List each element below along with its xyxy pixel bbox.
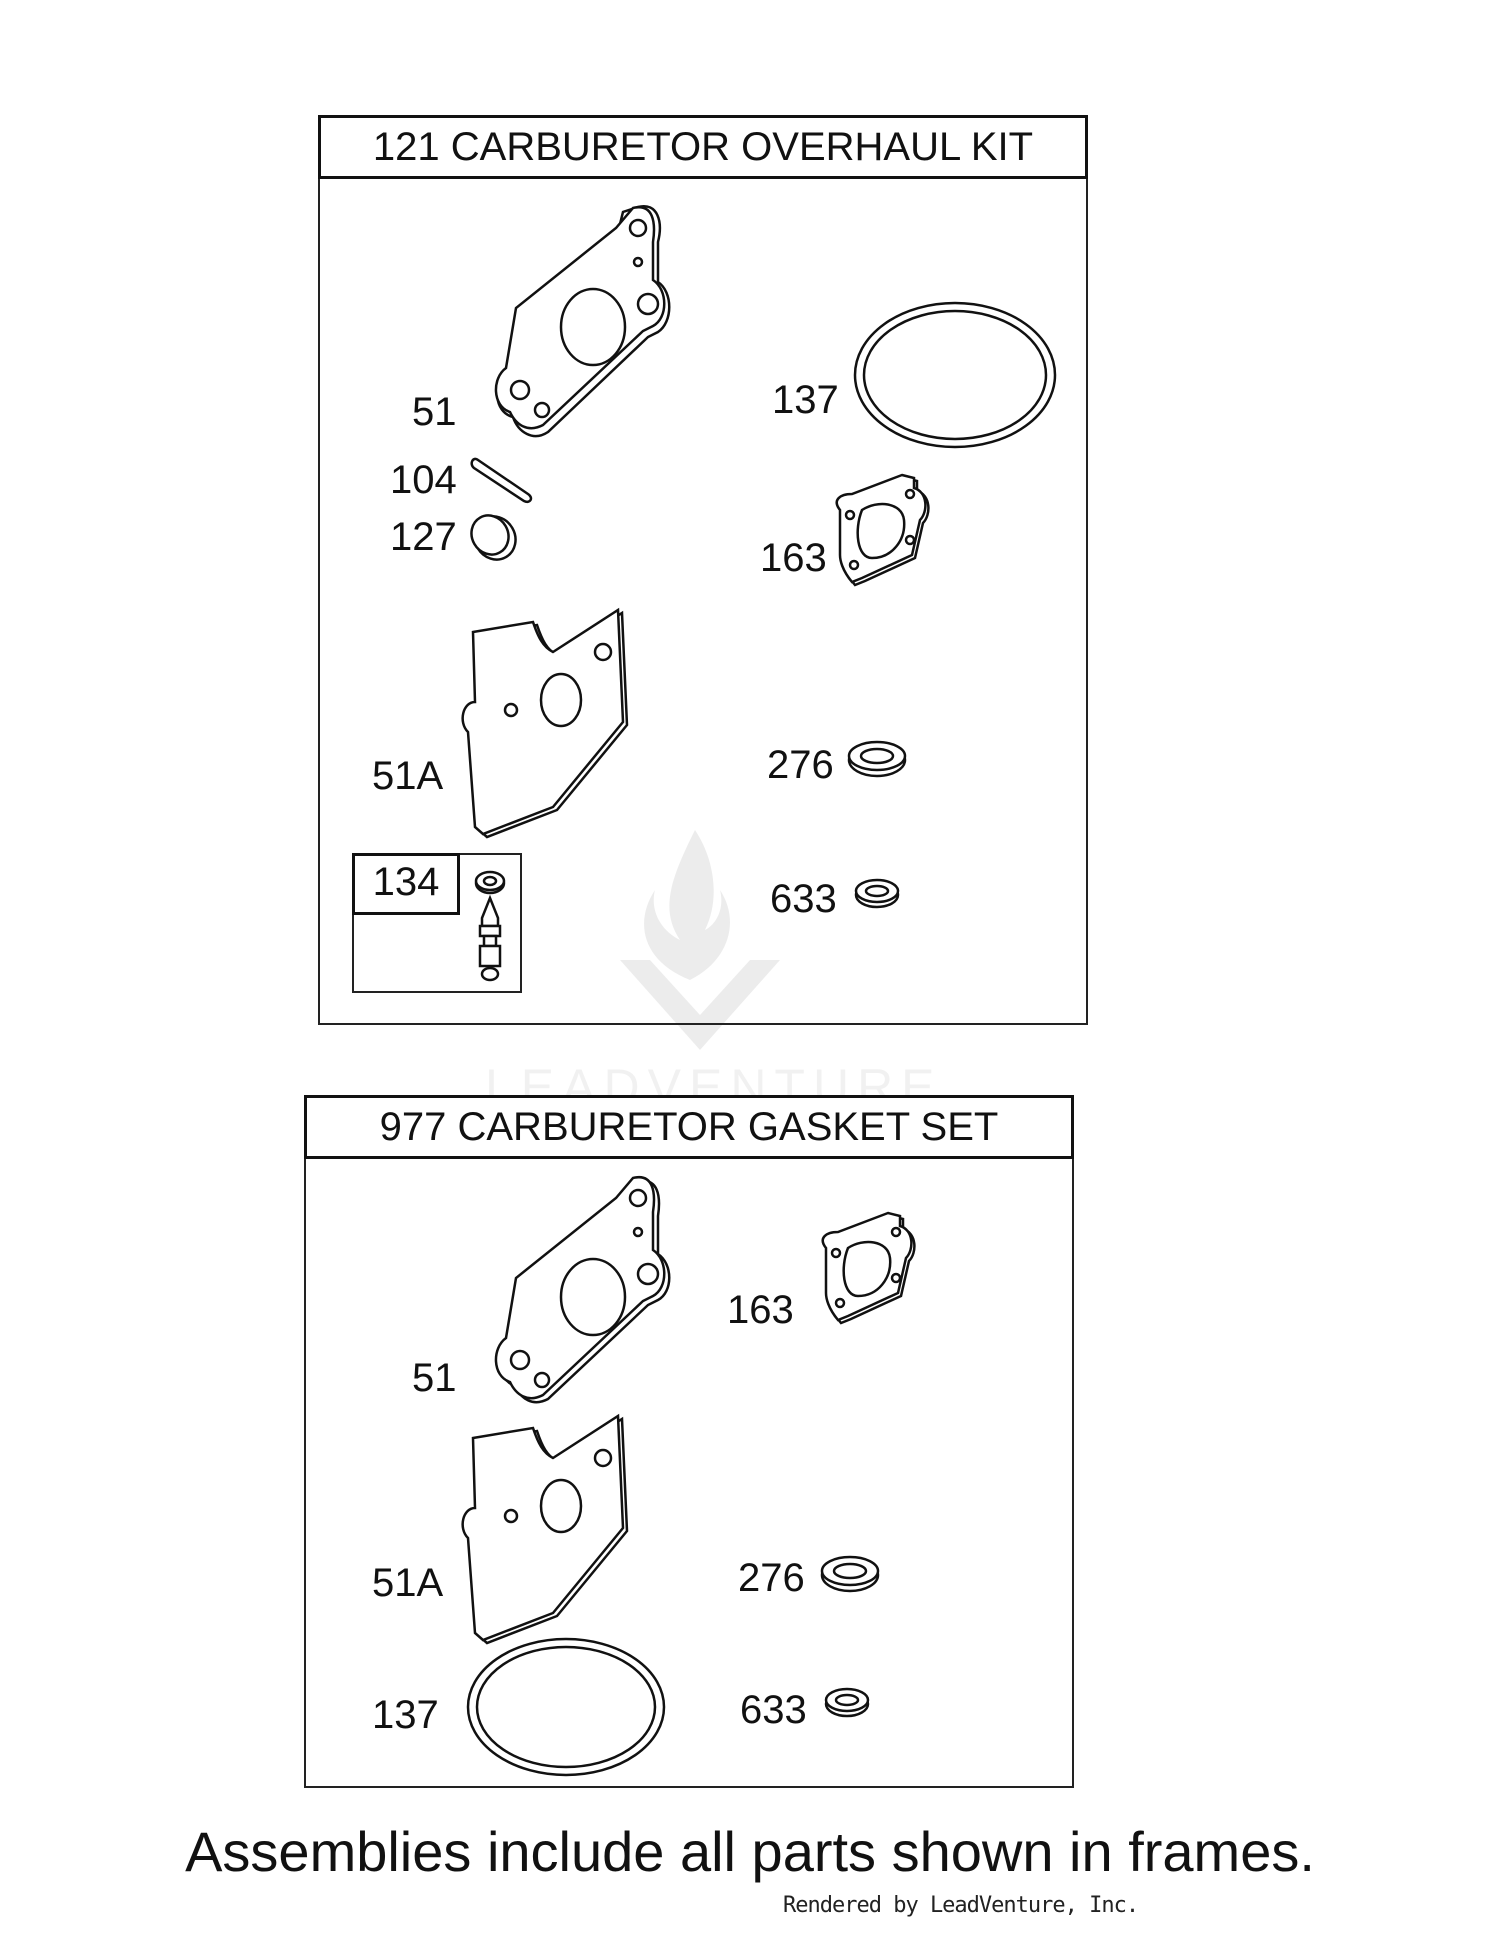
label-163: 163 — [760, 536, 827, 580]
gasket-set-title: 977 CARBURETOR GASKET SET — [304, 1095, 1074, 1159]
rendered-by-credit: Rendered by LeadVenture, Inc. — [783, 1893, 1139, 1918]
part-127-plug-icon — [470, 514, 517, 561]
overhaul-kit-title: 121 CARBURETOR OVERHAUL KIT — [318, 115, 1088, 179]
part-633-washer-icon — [854, 878, 900, 909]
part-163-gasket-icon-set — [821, 1211, 916, 1325]
part-51a-plate-icon — [461, 607, 629, 839]
label-104: 104 — [390, 458, 457, 502]
label-633: 633 — [770, 877, 837, 921]
label-137-set: 137 — [372, 1693, 439, 1737]
part-134-needle-valve-icon — [474, 870, 506, 982]
label-276-set: 276 — [738, 1556, 805, 1600]
part-163-gasket-icon — [835, 473, 930, 587]
part-276-washer-icon — [847, 740, 907, 778]
label-163-set: 163 — [727, 1288, 794, 1332]
part-137-o-ring-icon-set — [466, 1637, 666, 1777]
label-51a-set: 51A — [372, 1561, 444, 1605]
assemblies-note: Assemblies include all parts shown in fr… — [185, 1820, 1315, 1883]
part-276-washer-icon-set — [820, 1555, 880, 1593]
label-51-set: 51 — [412, 1356, 457, 1400]
gasket-set-frame — [304, 1095, 1074, 1788]
label-51a: 51A — [372, 754, 444, 798]
part-51-gasket-icon — [494, 205, 671, 438]
part-51-gasket-icon-set — [494, 1175, 671, 1404]
label-51: 51 — [412, 390, 457, 434]
subkit-134-title: 134 — [352, 853, 460, 915]
part-633-washer-icon-set — [824, 1687, 870, 1718]
label-633-set: 633 — [740, 1688, 807, 1732]
part-137-o-ring-icon — [853, 301, 1057, 449]
label-127: 127 — [390, 515, 457, 559]
part-51a-plate-icon-set — [461, 1413, 629, 1645]
part-104-pin-icon — [470, 457, 533, 503]
label-137: 137 — [772, 378, 839, 422]
leadventure-logo-watermark — [620, 830, 780, 1050]
label-276: 276 — [767, 743, 834, 787]
